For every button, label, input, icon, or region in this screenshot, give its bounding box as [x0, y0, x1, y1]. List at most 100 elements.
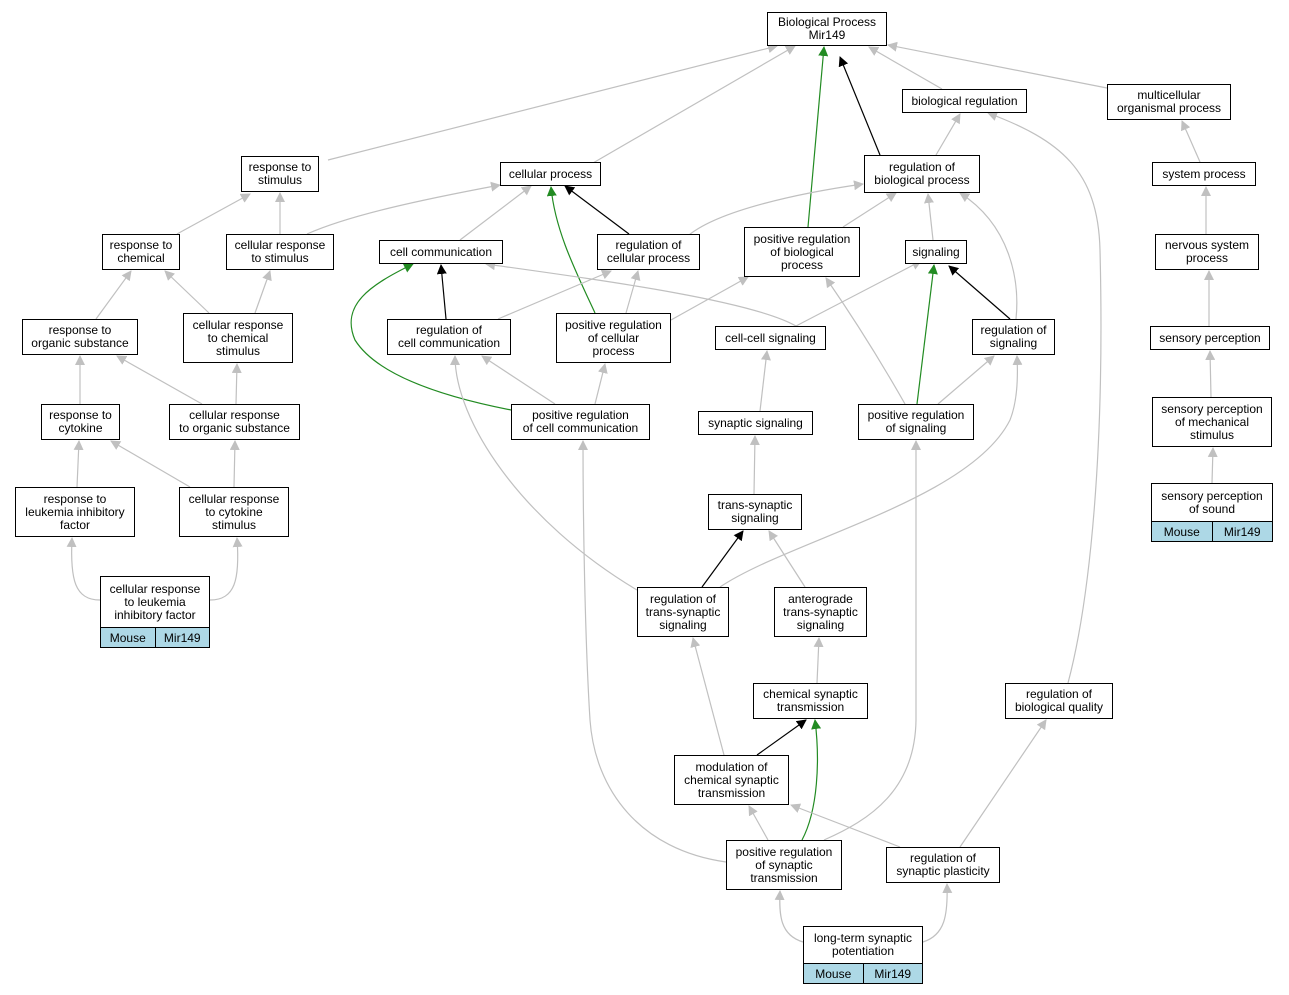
node-cellular-response-to-cytokine-stimulus[interactable]: cellular response to cytokine stimulus: [179, 487, 289, 537]
node-response-to-chemical[interactable]: response to chemical: [102, 234, 180, 270]
node-response-to-leukemia-inhibitory-factor[interactable]: response to leukemia inhibitory factor: [15, 487, 135, 537]
edge-gray-45: [749, 435, 760, 495]
annotation-tags: Mouse Mir149: [804, 963, 922, 983]
node-synaptic-signaling[interactable]: synaptic signaling: [698, 411, 813, 435]
edge-green-3: [807, 46, 829, 228]
edge-gray-17: [688, 180, 864, 236]
annotation-tags: Mouse Mir149: [101, 627, 209, 647]
edge-green-39: [916, 264, 938, 405]
node-cell-communication[interactable]: cell communication: [379, 240, 503, 264]
edge-black-31: [948, 265, 1011, 320]
edge-gray-54: [690, 637, 725, 756]
node-biological-regulation[interactable]: biological regulation: [902, 89, 1027, 113]
node-cellular-response-to-leukemia-inhibitory-factor[interactable]: cellular response to leukemia inhibitory…: [100, 576, 210, 648]
edge-gray-5: [887, 41, 1108, 89]
organism-tag[interactable]: Mouse: [1152, 522, 1212, 541]
node-regulation-of-cell-communication[interactable]: regulation of cell communication: [387, 319, 511, 355]
node-sensory-perception-of-mechanical-stimulus[interactable]: sensory perception of mechanical stimulu…: [1152, 397, 1272, 447]
edge-gray-20: [959, 192, 1018, 320]
node-regulation-of-synaptic-plasticity[interactable]: regulation of synaptic plasticity: [886, 847, 1000, 883]
edge-gray-1: [592, 45, 796, 164]
node-regulation-of-trans-synaptic-signaling[interactable]: regulation of trans-synaptic signaling: [637, 587, 729, 637]
node-regulation-of-cellular-process[interactable]: regulation of cellular process: [597, 234, 700, 270]
edge-gray-53: [987, 111, 1102, 684]
organism-tag[interactable]: Mouse: [804, 964, 863, 983]
edge-black-55: [756, 719, 807, 756]
edge-gray-46: [66, 537, 101, 601]
node-chemical-synaptic-transmission[interactable]: chemical synaptic transmission: [753, 683, 868, 719]
node-long-term-synaptic-potentiation[interactable]: long-term synaptic potentiation Mouse Mi…: [803, 926, 923, 984]
edge-gray-14: [459, 185, 532, 241]
node-positive-regulation-of-signaling[interactable]: positive regulation of signaling: [858, 404, 974, 440]
edge-black-48: [701, 530, 744, 588]
edge-gray-41: [825, 277, 906, 405]
edge-gray-47: [209, 537, 243, 601]
edge-gray-19: [924, 193, 934, 241]
edge-gray-50: [450, 355, 638, 591]
node-label: cellular response to leukemia inhibitory…: [109, 581, 201, 622]
node-trans-synaptic-signaling[interactable]: trans-synaptic signaling: [708, 494, 802, 530]
node-sensory-perception-of-sound[interactable]: sensory perception of sound Mouse Mir149: [1151, 483, 1273, 542]
edge-gray-44: [229, 440, 240, 488]
edge-gray-58: [578, 440, 727, 863]
edge-gray-62: [774, 890, 804, 943]
edge-gray-10: [1205, 350, 1216, 398]
edge-gray-27: [625, 270, 641, 314]
edge-gray-52: [813, 637, 824, 684]
edge-gray-35: [481, 355, 556, 405]
organism-tag[interactable]: Mouse: [101, 628, 155, 647]
edge-gray-42: [73, 440, 84, 488]
edge-gray-38: [759, 350, 771, 412]
node-positive-regulation-of-biological-process[interactable]: positive regulation of biological proces…: [744, 227, 860, 277]
gene-tag[interactable]: Mir149: [154, 628, 209, 647]
edge-gray-7: [1181, 120, 1201, 163]
node-nervous-system-process[interactable]: nervous system process: [1155, 234, 1259, 270]
node-sensory-perception[interactable]: sensory perception: [1150, 326, 1270, 350]
edge-gray-23: [164, 270, 210, 314]
node-positive-regulation-of-synaptic-transmission[interactable]: positive regulation of synaptic transmis…: [726, 840, 842, 890]
edge-black-25: [436, 264, 447, 320]
node-signaling[interactable]: signaling: [905, 240, 967, 264]
edge-gray-33: [116, 355, 203, 405]
node-positive-regulation-of-cell-communication[interactable]: positive regulation of cell communicatio…: [511, 404, 650, 440]
edge-green-37: [350, 263, 512, 411]
node-label: long-term synaptic potentiation: [813, 931, 913, 958]
edge-gray-36: [594, 363, 608, 405]
node-label: sensory perception of sound: [1161, 488, 1263, 516]
gene-tag[interactable]: Mir149: [1211, 522, 1272, 541]
node-biological-process[interactable]: Biological Process Mir149: [767, 12, 887, 46]
annotation-tags: Mouse Mir149: [1152, 521, 1272, 541]
node-response-to-organic-substance[interactable]: response to organic substance: [22, 319, 138, 355]
edge-gray-51: [719, 355, 1023, 588]
edge-green-57: [801, 719, 822, 841]
edge-gray-28: [670, 276, 749, 321]
node-cellular-response-to-stimulus[interactable]: cellular response to stimulus: [226, 234, 334, 270]
node-regulation-of-biological-process[interactable]: regulation of biological process: [864, 155, 980, 193]
edge-gray-22: [95, 270, 132, 320]
node-cellular-response-to-organic-substance[interactable]: cellular response to organic substance: [169, 404, 300, 440]
node-system-process[interactable]: system process: [1152, 162, 1256, 186]
edge-gray-34: [231, 363, 242, 405]
edge-gray-60: [790, 803, 901, 848]
node-cellular-process[interactable]: cellular process: [500, 162, 601, 186]
node-response-to-cytokine[interactable]: response to cytokine: [41, 404, 120, 440]
node-positive-regulation-of-cellular-process[interactable]: positive regulation of cellular process: [556, 313, 671, 363]
edge-gray-12: [176, 193, 251, 235]
edge-gray-11: [1207, 447, 1218, 484]
node-multicellular-organismal-process[interactable]: multicellular organismal process: [1107, 84, 1231, 120]
edge-gray-56: [748, 805, 769, 841]
edge-gray-43: [110, 440, 191, 488]
node-response-to-stimulus[interactable]: response to stimulus: [241, 156, 319, 192]
edge-gray-40: [937, 355, 995, 405]
node-cell-cell-signaling[interactable]: cell-cell signaling: [715, 326, 826, 350]
node-cellular-response-to-chemical-stimulus[interactable]: cellular response to chemical stimulus: [183, 313, 293, 363]
node-anterograde-trans-synaptic-signaling[interactable]: anterograde trans-synaptic signaling: [774, 587, 867, 637]
edge-gray-0: [327, 43, 778, 161]
node-modulation-of-chemical-synaptic-transmission[interactable]: modulation of chemical synaptic transmis…: [674, 755, 789, 805]
node-regulation-of-biological-quality[interactable]: regulation of biological quality: [1005, 683, 1113, 719]
node-regulation-of-signaling[interactable]: regulation of signaling: [972, 319, 1055, 355]
edge-gray-30: [485, 260, 797, 327]
gene-tag[interactable]: Mir149: [862, 964, 922, 983]
edge-gray-49: [768, 530, 806, 588]
